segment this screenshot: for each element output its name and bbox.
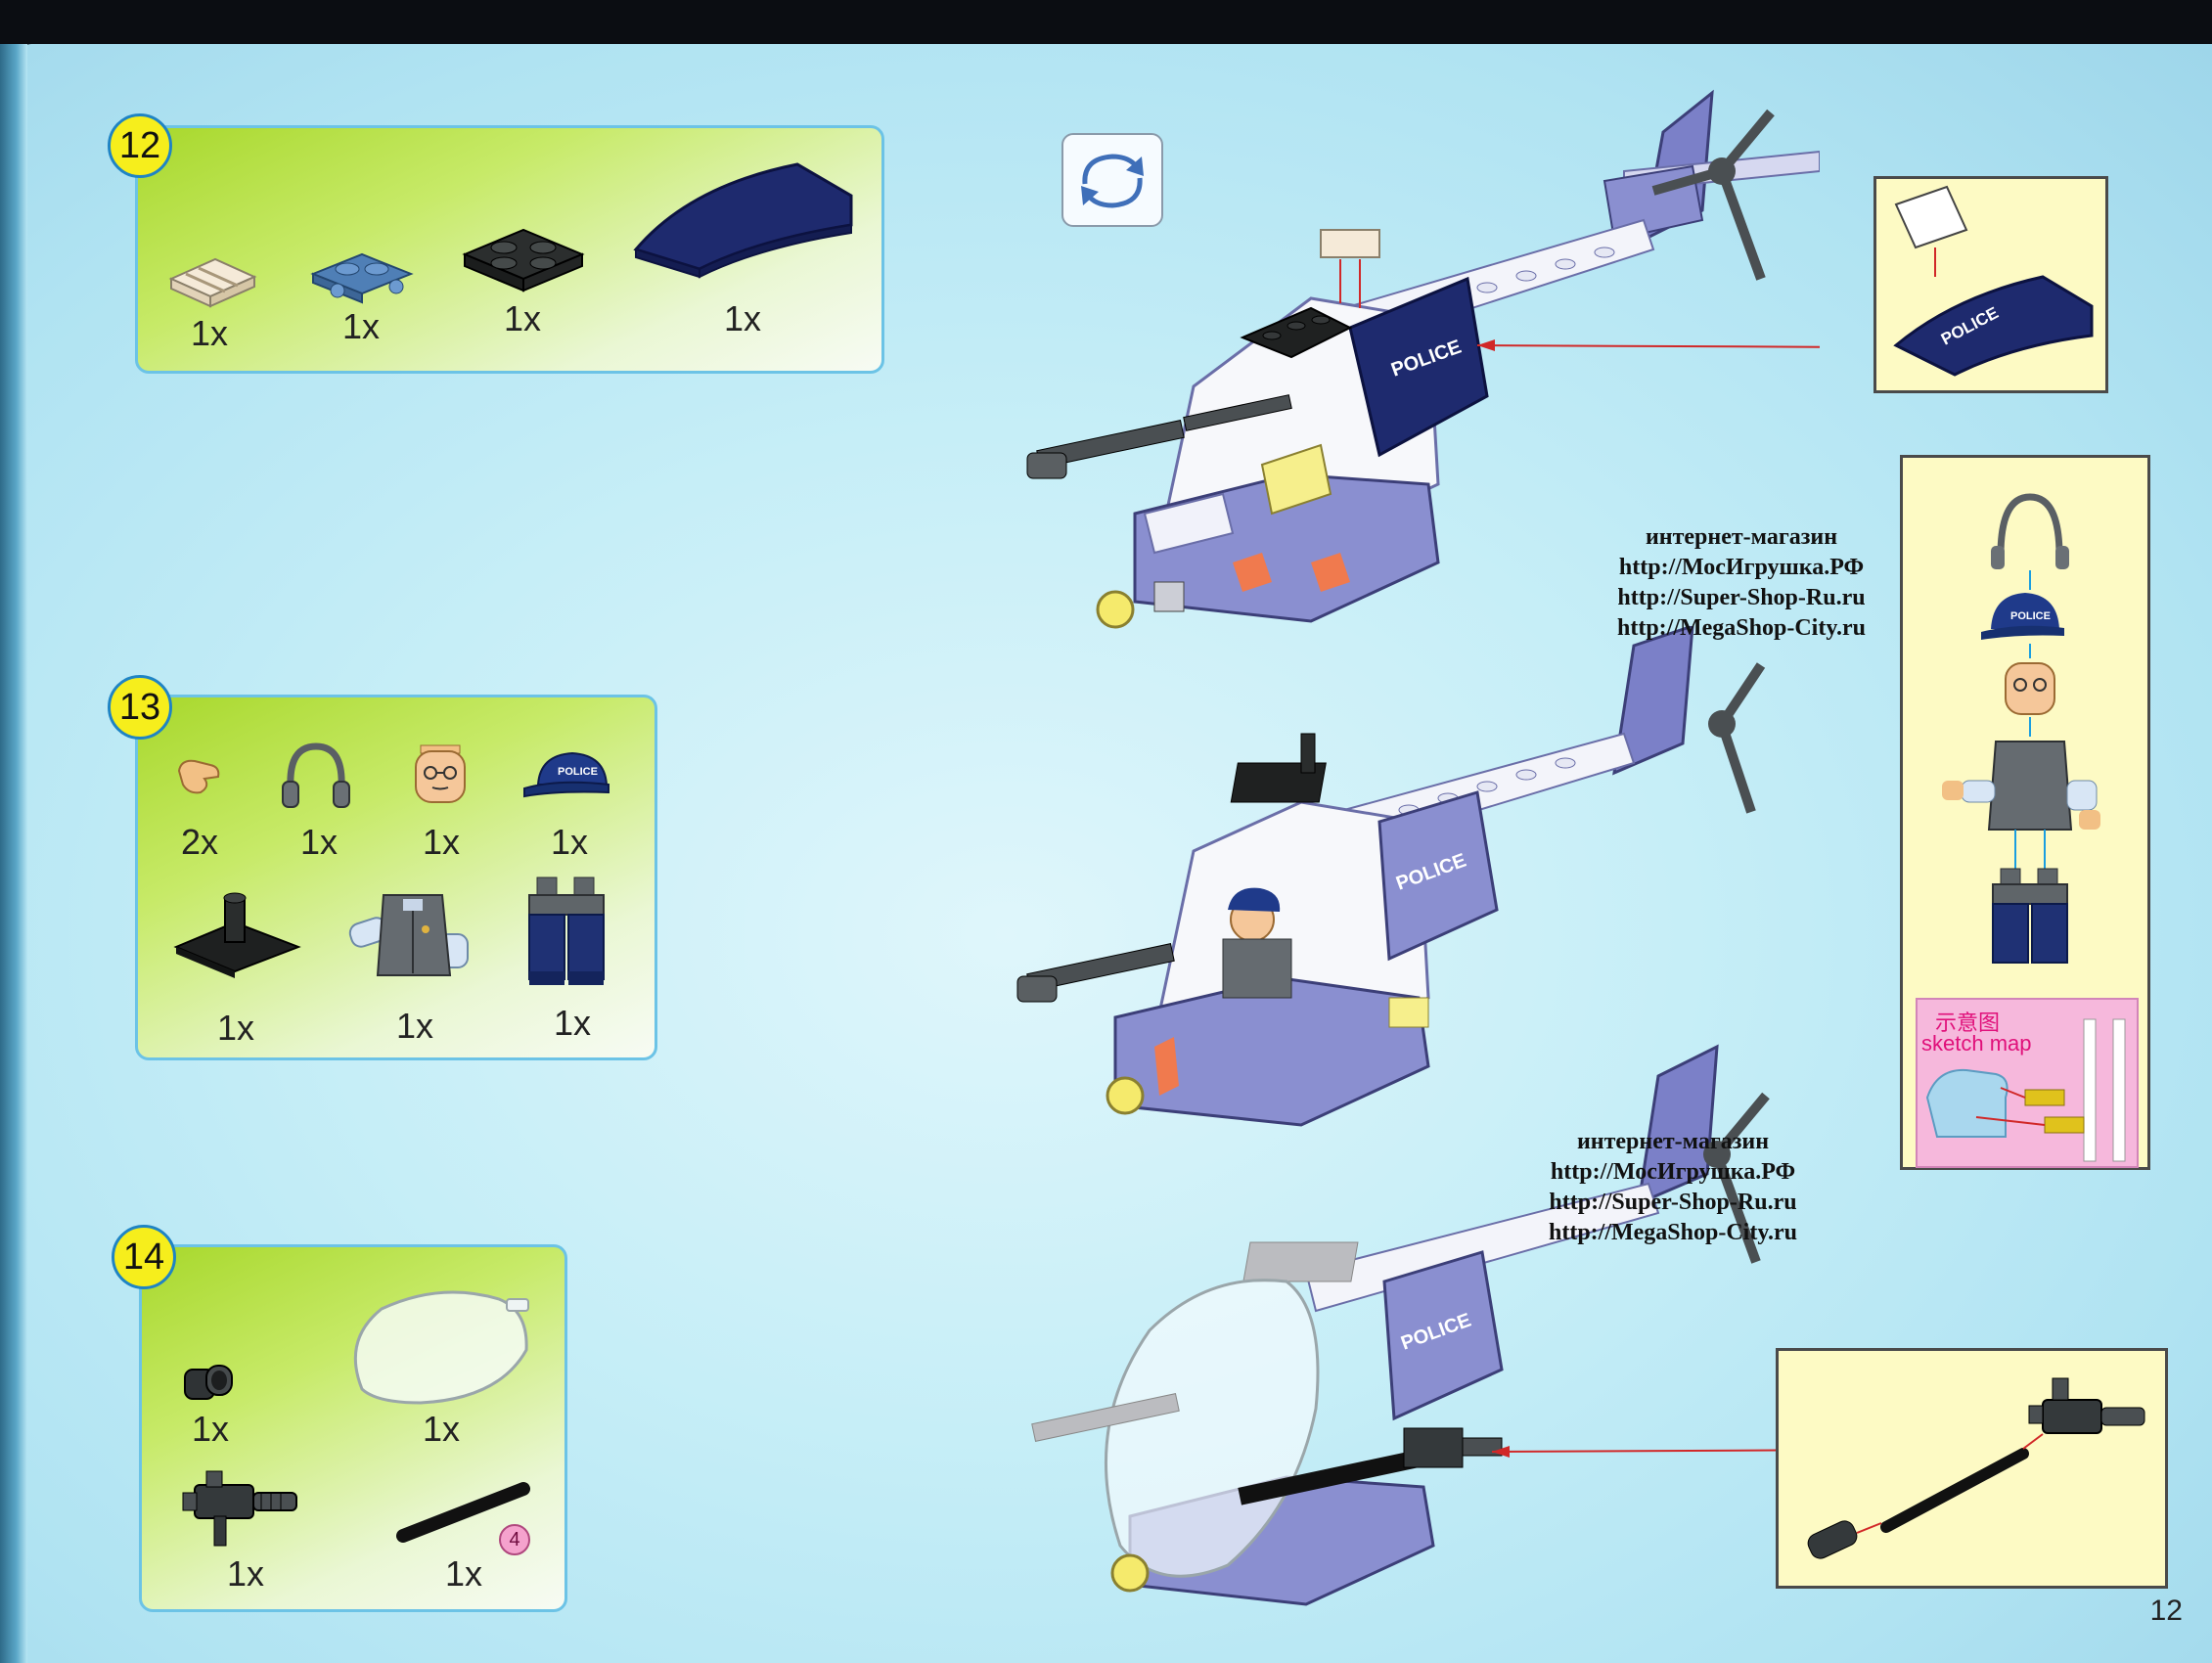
step-13-qty-3: 1x: [423, 822, 461, 862]
police-legs-part: [528, 876, 605, 985]
step-12-qty-2: 1x: [342, 306, 381, 346]
black-plate-2x2-part: [462, 228, 585, 292]
watermark-upper-line-4: http://MegaShop-City.ru: [1616, 615, 1866, 641]
curved-slope-part: [633, 162, 853, 279]
sketch-map-en-label: sketch map: [1921, 1031, 2032, 1056]
step-13-qty-4: 1x: [551, 822, 589, 862]
step-14-qty-4: 1x: [445, 1553, 483, 1594]
scan-top-strip: [0, 0, 2212, 47]
callout-police-sticker: POLICE: [1873, 176, 2108, 393]
step-14-qty-1: 1x: [192, 1409, 230, 1449]
sketch-map-illustration: [1925, 1018, 2126, 1162]
watermark-upper-line-3: http://Super-Shop-Ru.ru: [1617, 585, 1866, 610]
step-13-qty-1: 2x: [181, 822, 219, 862]
step-14-number: 14: [112, 1225, 176, 1289]
step-12-qty-1: 1x: [191, 313, 229, 353]
step-14-qty-3: 1x: [227, 1553, 265, 1594]
callout-gun-assembly: [1776, 1348, 2168, 1589]
grille-tile-part: [168, 257, 257, 308]
step-13-qty-2: 1x: [300, 822, 339, 862]
black-plate-with-pin-part: [173, 892, 301, 978]
police-torso-part: [348, 894, 469, 976]
watermark-lower-line-3: http://Super-Shop-Ru.ru: [1549, 1190, 1797, 1215]
step-14-qty-2: 1x: [423, 1409, 461, 1449]
watermark-lower-line-4: http://MegaShop-City.ru: [1548, 1220, 1797, 1245]
police-cap-part: POLICE: [523, 751, 609, 798]
watermark-lower-line-2: http://МосИгрушка.РФ: [1550, 1159, 1796, 1185]
canopy-windscreen-part: [353, 1290, 529, 1405]
minifig-hand-part: [177, 759, 220, 794]
gun-mount-part: [182, 1470, 297, 1547]
helicopter-step-13-assembly: POLICE: [1016, 626, 1766, 1127]
watermark-lower-line-1: интернет-магазин: [1576, 1129, 1770, 1154]
headset-part: [282, 742, 350, 808]
length-4-marker: 4: [499, 1524, 530, 1555]
page-number: 12: [2149, 1595, 2183, 1627]
helicopter-step-12-assembly: POLICE: [1026, 89, 1820, 629]
rotate-icon: [1081, 154, 1144, 208]
step-13-qty-6: 1x: [396, 1006, 434, 1046]
step-13-qty-7: 1x: [554, 1003, 592, 1043]
step-12-qty-3: 1x: [504, 298, 542, 338]
sketch-map-inset: 示意图 sketch map: [1916, 998, 2139, 1168]
minifig-head-part: [415, 744, 466, 803]
helicopter-step-14-assembly: POLICE: [1031, 1044, 1815, 1606]
minifig-assembly-illustration: POLICE: [1942, 493, 2100, 964]
police-cap-text: POLICE: [558, 766, 598, 778]
gun-assembly-illustration: [1807, 1377, 2145, 1559]
watermark-upper-line-2: http://МосИгрушка.РФ: [1618, 555, 1865, 580]
watermark-upper-line-1: интернет-магазин: [1645, 524, 1838, 550]
step-12-qty-4: 1x: [724, 298, 762, 338]
sticker-application-illustration: POLICE: [1893, 185, 2094, 377]
round-brick-part: [184, 1365, 233, 1400]
step-13-number: 13: [108, 675, 172, 740]
shop-watermark-lower: интернет-магазин http://МосИгрушка.РФ ht…: [1507, 1127, 1839, 1248]
clip-plate-part: [310, 252, 414, 304]
bar-part: [396, 1482, 530, 1543]
shop-watermark-upper: интернет-магазин http://МосИгрушка.РФ ht…: [1575, 522, 1908, 644]
step-12-number: 12: [108, 113, 172, 178]
callout-cap-text: POLICE: [2010, 610, 2051, 622]
rotate-view-button: [1061, 133, 1163, 227]
step-13-qty-5: 1x: [217, 1008, 255, 1048]
sketch-map-zh-label: 示意图: [1935, 1011, 2001, 1035]
book-spine: [0, 44, 27, 1663]
